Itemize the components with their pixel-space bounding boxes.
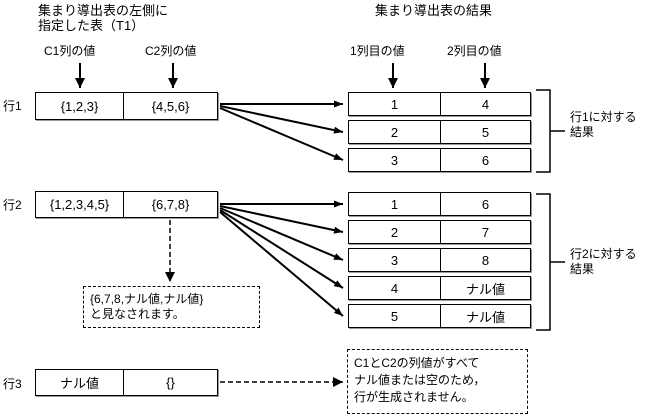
source-row3-c1-cell: ナル値	[59, 376, 99, 391]
row1-results-bracket	[536, 89, 565, 173]
result-cell-col1: 1	[390, 96, 399, 112]
source-row1-c2-cell: {4,5,6}	[123, 93, 217, 119]
source-row2-table: {1,2,3,4,5} {6,7,8}	[35, 191, 218, 218]
result-cell-col2: 4	[440, 93, 530, 115]
row1-fan-arrow-2	[219, 105, 344, 134]
row1-label: 行1	[3, 99, 22, 113]
result-cell-col1: 4	[390, 280, 399, 296]
row3-note-line3: 行が生成されません。	[354, 390, 474, 404]
result-row: 1 6	[348, 192, 531, 216]
result-cell-col2: 8	[440, 249, 530, 271]
source-row1-c1-cell: {1,2,3}	[60, 98, 99, 114]
row2-fan-arrow-2	[219, 205, 344, 234]
result-row: 3 8	[348, 248, 531, 272]
result-col2-label: 2列目の値	[447, 44, 502, 58]
row2-label: 行2	[3, 198, 22, 212]
row2-fan-arrow-4	[219, 209, 344, 289]
result-col1-label: 1列目の値	[350, 44, 405, 58]
result-cell-col2: 6	[440, 149, 530, 171]
result-row: 2 5	[348, 120, 531, 144]
row3-note-line2: ナル値または空のため，	[354, 373, 486, 387]
row3-label: 行3	[3, 377, 22, 391]
result-cell-col1: 3	[390, 252, 399, 268]
source-row2-c2-cell: {6,7,8}	[123, 192, 217, 217]
source-row1-table: {1,2,3} {4,5,6}	[35, 92, 218, 120]
result-cell-col2: ナル値	[440, 305, 530, 327]
c1-column-label: C1列の値	[44, 44, 96, 58]
source-row2-c1-cell: {1,2,3,4,5}	[49, 197, 110, 212]
result-row: 4 ナル値	[348, 276, 531, 300]
row2-results-bracket	[536, 193, 565, 331]
row3-note-box: C1とC2の列値がすべて ナル値または空のため， 行が生成されません。	[347, 349, 528, 414]
result-cell-col2: 5	[440, 121, 530, 143]
result-cell-col1: 2	[390, 224, 399, 240]
result-row: 3 6	[348, 148, 531, 172]
row2-note-line1: {6,7,8,ナル値,ナル値}	[90, 292, 204, 306]
row1-results-bracket-label-line1: 行1に対する	[570, 110, 637, 124]
result-cell-col1: 5	[390, 308, 399, 324]
result-row: 2 7	[348, 220, 531, 244]
result-cell-col2: ナル値	[440, 277, 530, 299]
row2-note-box: {6,7,8,ナル値,ナル値} と見なされます。	[83, 286, 260, 328]
row1-results-bracket-label-line2: 結果	[570, 125, 595, 139]
row1-fan-arrow-3	[219, 107, 344, 161]
row2-results-bracket-label-line1: 行2に対する	[570, 247, 637, 261]
row3-note-line1: C1とC2の列値がすべて	[354, 356, 480, 370]
source-table-caption-line2: 指定した表（T1）	[38, 18, 145, 33]
result-cell-col1: 2	[390, 124, 399, 140]
source-table-caption-line1: 集まり導出表の左側に	[38, 3, 169, 18]
c2-column-label: C2列の値	[145, 44, 197, 58]
result-row: 1 4	[348, 92, 531, 116]
source-row3-table: ナル値 {}	[35, 369, 218, 396]
result-cell-col1: 3	[390, 152, 399, 168]
row2-fan-arrow-3	[219, 207, 344, 261]
row2-results-bracket-label-line2: 結果	[570, 262, 595, 276]
result-cell-col2: 7	[440, 221, 530, 243]
result-cell-col1: 1	[390, 196, 399, 212]
row2-note-line2: と見なされます。	[90, 307, 185, 321]
result-row: 5 ナル値	[348, 304, 531, 328]
source-row3-c2-cell: {}	[123, 370, 217, 395]
result-table-caption: 集まり導出表の結果	[375, 3, 493, 18]
result-cell-col2: 6	[440, 193, 530, 215]
